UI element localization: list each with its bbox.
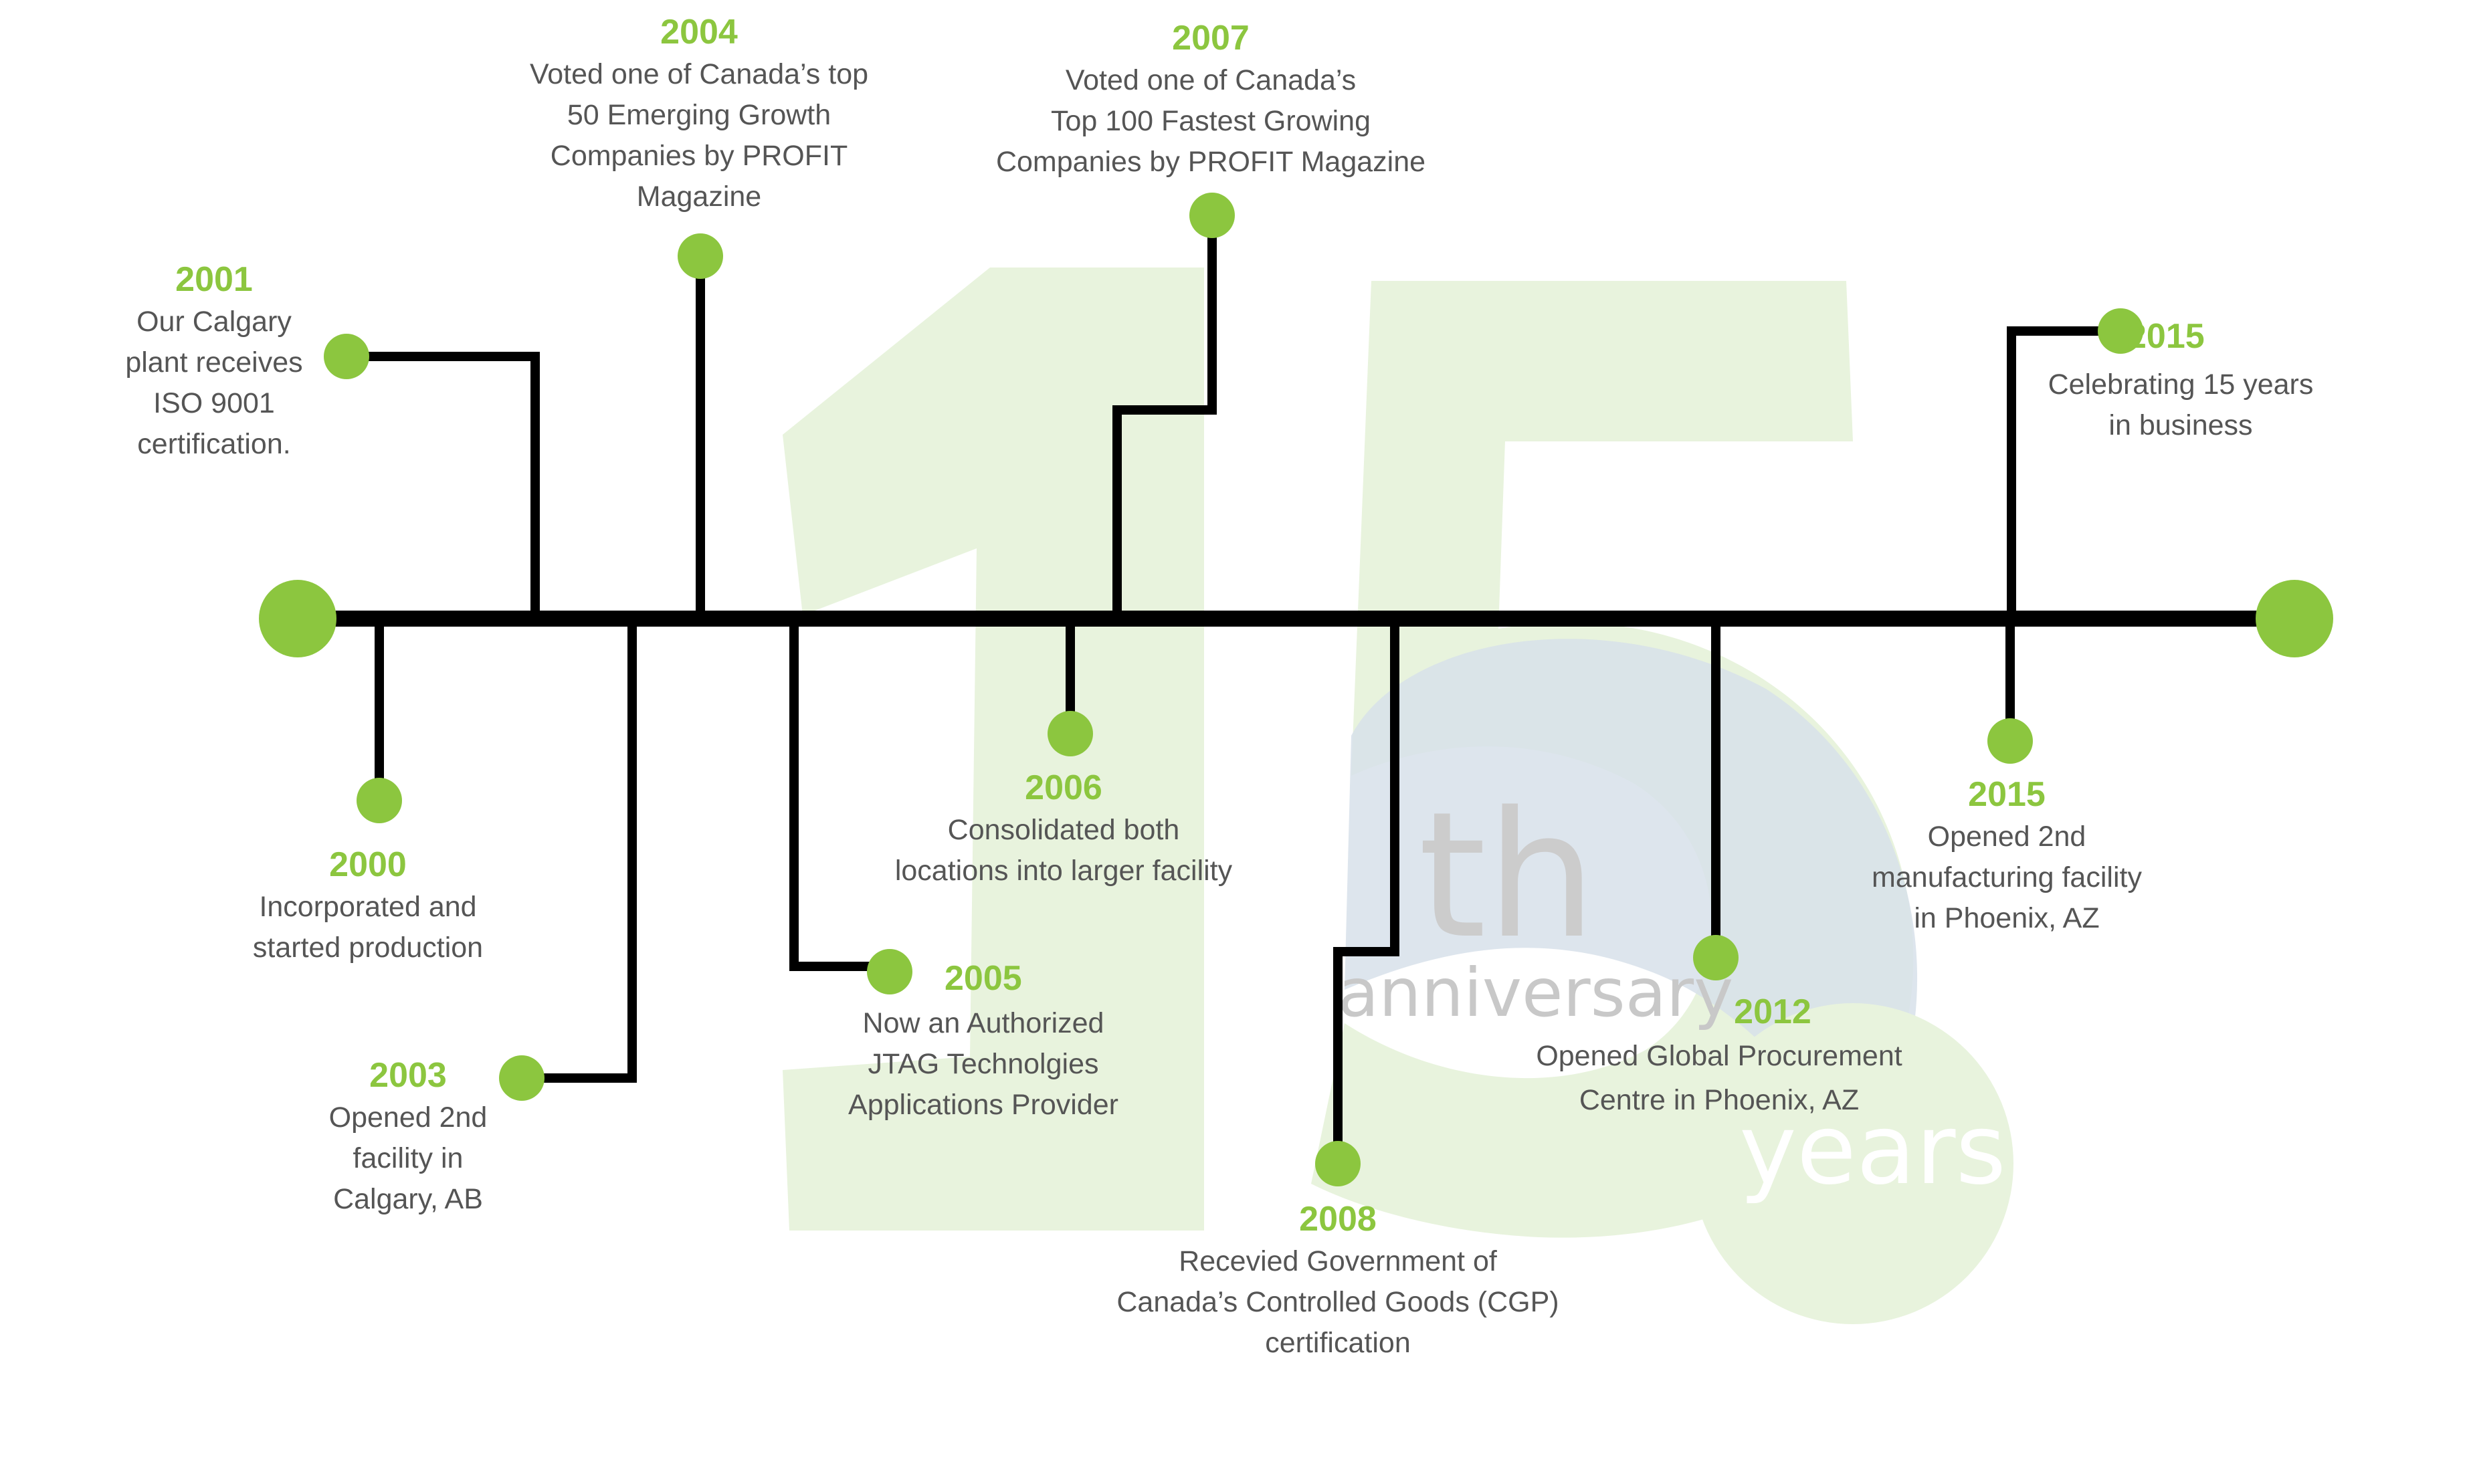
watermark-word: anniversary [1338,954,1734,1032]
node-2004 [678,233,723,279]
event-2001: 2001 Our Calgary plant receives ISO 9001… [100,257,328,465]
node-2000 [357,778,402,823]
event-2007: 2007 Voted one of Canada’s Top 100 Faste… [963,16,1458,183]
event-year: 2007 [1172,19,1250,58]
event-2012: 2012 Opened Global Procurement Centre in… [1485,990,1953,1122]
connector-2015-celebration [2007,326,2120,619]
event-year: 2006 [1025,768,1102,807]
event-description: Opened Global Procurement Centre in Phoe… [1536,1040,1902,1116]
event-year: 2000 [329,845,407,884]
connector-2005 [789,619,890,971]
event-2015-celebration-year: 2015 [2127,314,2261,358]
connector-2001 [347,352,540,619]
connector-2008 [1333,619,1399,1164]
event-2015-celebration: Celebrating 15 years in business [2007,364,2355,446]
node-2007 [1189,193,1235,238]
event-2008: 2008 Recevied Government of Canada’s Con… [1070,1197,1605,1364]
event-year: 2008 [1299,1200,1377,1239]
node-2008 [1315,1141,1361,1186]
node-2015-phoenix [1987,718,2033,764]
event-description: Voted one of Canada’s Top 100 Fastest Gr… [995,64,1426,178]
watermark-suffix: th [1418,775,1597,977]
node-2006 [1048,711,1093,756]
event-description: Recevied Government of Canada’s Controll… [1116,1245,1559,1359]
event-year: 2015 [1968,775,2046,814]
node-2001 [324,334,369,379]
event-2000: 2000 Incorporated and started production [221,843,515,968]
watermark-years-circle [1692,1003,2013,1324]
connector-2003 [522,619,637,1083]
watermark-unit: years [1739,1093,2007,1206]
event-description: Opened 2nd facility in Calgary, AB [328,1101,488,1215]
node-2015-celebration [2098,308,2143,354]
event-2003: 2003 Opened 2nd facility in Calgary, AB [294,1053,522,1220]
event-description: Celebrating 15 years in business [2048,368,2314,441]
node-2005 [867,949,912,994]
event-description: Voted one of Canada’s top 50 Emerging Gr… [529,58,869,213]
node-2012 [1693,935,1739,980]
event-2015-phoenix-facility: 2015 Opened 2nd manufacturing facility i… [1819,772,2194,939]
event-2005-description-block: Now an Authorized JTAG Technolgies Appli… [809,1003,1157,1126]
event-year: 2012 [1734,992,1811,1031]
event-description: Opened 2nd manufacturing facility in Pho… [1872,821,2142,934]
event-description: Consolidated both locations into larger … [894,814,1233,887]
event-description: Our Calgary plant receives ISO 9001 cert… [125,306,303,460]
event-2006: 2006 Consolidated both locations into la… [829,766,1298,891]
event-year: 2005 [945,959,1022,998]
event-year: 2003 [369,1056,447,1095]
timeline-start-node [259,580,336,657]
event-year: 2015 [2127,317,2205,356]
event-2005: 2005 [910,956,1110,1000]
event-description: Now an Authorized JTAG Technolgies Appli… [848,1007,1118,1121]
event-year: 2001 [175,260,253,299]
watermark-digit-one [783,268,1204,1231]
node-2003 [499,1055,545,1101]
event-year: 2004 [660,13,738,51]
event-description: Incorporated and started production [252,891,484,964]
event-2004: 2004 Voted one of Canada’s top 50 Emergi… [495,10,903,217]
timeline-end-node [2256,580,2333,657]
connector-2007 [1112,215,1217,619]
